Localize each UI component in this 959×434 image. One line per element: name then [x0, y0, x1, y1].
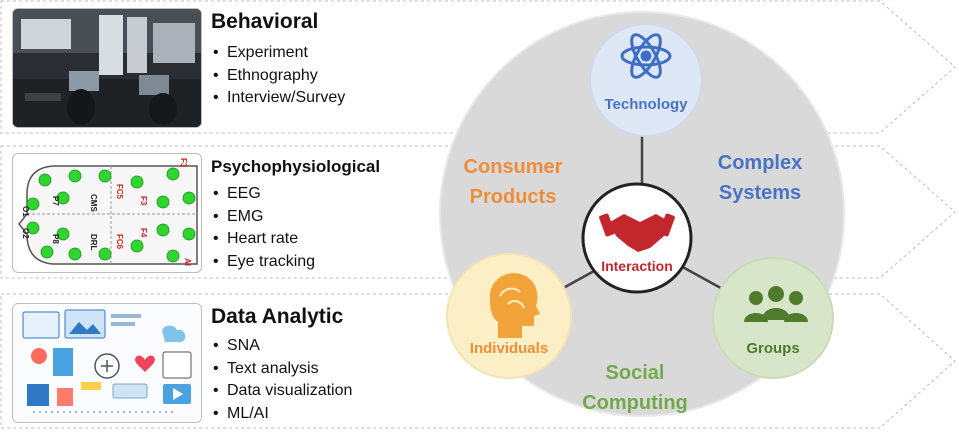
eeg-map: CMS P7 O1 O2 P8 DRL FC5 F3 F4 FC6 F3 AI	[12, 153, 202, 273]
electrode-label: F4	[139, 228, 148, 238]
domain-line: Consumer	[463, 156, 563, 178]
list-item: SNA	[213, 335, 352, 358]
electrode-label: O1	[21, 206, 30, 217]
technology-label: Technology	[604, 96, 688, 113]
method-title: Behavioral	[211, 10, 319, 33]
electrode-label: FC5	[115, 184, 124, 200]
list-item: EEG	[213, 183, 315, 206]
method-behavioral: Behavioral Experiment Ethnography Interv…	[12, 8, 412, 128]
electrode-label: AI	[183, 258, 192, 266]
band-behavioral	[0, 0, 956, 134]
electrode-label: CMS	[89, 194, 98, 212]
domain-line: Computing	[582, 392, 688, 414]
method-psychophysiological: CMS P7 O1 O2 P8 DRL FC5 F3 F4 FC6 F3 AI …	[12, 153, 412, 273]
list-item: Ethnography	[213, 65, 345, 88]
domain-consumer-products: Consumer Products	[448, 152, 578, 212]
list-item: Text analysis	[213, 358, 352, 381]
electrode-label: DRL	[89, 234, 98, 251]
domain-line: Systems	[718, 182, 802, 204]
list-item: Heart rate	[213, 228, 315, 251]
list-item: Interview/Survey	[213, 87, 345, 110]
list-item: EMG	[213, 206, 315, 229]
list-item: Data visualization	[213, 380, 352, 403]
brain-head-icon	[489, 273, 540, 338]
method-list: SNA Text analysis Data visualization ML/…	[213, 335, 352, 425]
technology-node	[589, 23, 703, 137]
electrode-label: O2	[21, 228, 30, 239]
method-title: Psychophysiological	[211, 157, 381, 176]
brain-detail	[499, 287, 525, 309]
list-item: Eye tracking	[213, 251, 315, 274]
lab-photo-image	[13, 9, 201, 127]
method-list: EEG EMG Heart rate Eye tracking	[213, 183, 315, 273]
interaction-label: Interaction	[601, 258, 673, 274]
domain-line: Complex	[717, 152, 803, 174]
people-group-icon	[744, 286, 808, 322]
eeg-map-image: CMS P7 O1 O2 P8 DRL FC5 F3 F4 FC6 F3 AI	[18, 158, 198, 266]
domain-line: Social	[605, 362, 665, 384]
electrode-label: P7	[51, 196, 60, 206]
method-list: Experiment Ethnography Interview/Survey	[213, 42, 345, 110]
atom-icon	[620, 33, 672, 79]
handshake-icon	[599, 213, 675, 252]
domain-social-computing: Social Computing	[570, 358, 700, 418]
list-item: Experiment	[213, 42, 345, 65]
electrode-label: F3	[179, 158, 188, 168]
individuals-label: Individuals	[469, 340, 549, 357]
lab-photo	[12, 8, 202, 128]
method-data-analytic: Data Analytic SNA Text analysis Data vis…	[12, 303, 412, 423]
analytics-illustration	[12, 303, 202, 423]
domain-line: Products	[469, 186, 557, 208]
analytics-illustration-image	[13, 304, 201, 422]
electrode-label: FC6	[115, 234, 124, 250]
list-item: ML/AI	[213, 403, 352, 426]
method-title: Data Analytic	[211, 305, 344, 328]
electrode-label: F3	[139, 196, 148, 206]
groups-label: Groups	[746, 340, 800, 357]
domain-complex-systems: Complex Systems	[700, 148, 820, 208]
electrode-label: P8	[51, 234, 60, 244]
